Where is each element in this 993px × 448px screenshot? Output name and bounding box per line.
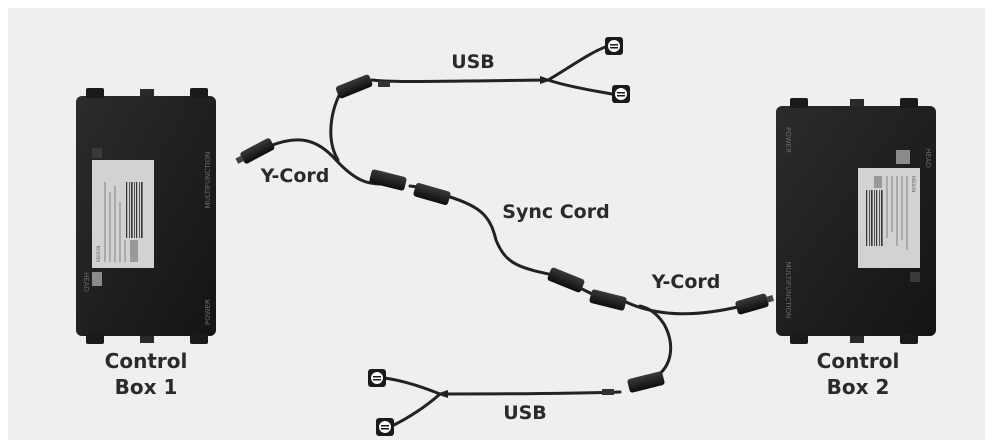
usb-bottom-splitter-icon xyxy=(436,390,448,398)
connectors xyxy=(235,74,774,398)
label-usb-top: USB xyxy=(451,51,495,73)
box1-port-multifunction: MULTIFUNCTION xyxy=(204,152,212,209)
cables xyxy=(268,44,744,428)
usb-top-plug-end xyxy=(378,81,390,87)
control-box-1: KEESON MULTIFUNCT xyxy=(76,88,216,344)
box2-port-multifunction: MULTIFUNCTION xyxy=(784,262,792,319)
usb-plug-icon xyxy=(376,418,394,436)
y-cord-right-end-connector xyxy=(735,293,774,315)
label-y-cord-right: Y-Cord xyxy=(651,271,721,293)
usb-top-branch-2 xyxy=(546,78,614,96)
box2-port-head: HEAD xyxy=(924,148,932,168)
label-control-box-2-line1: Control xyxy=(817,349,900,373)
y-cord-left-end-connector xyxy=(235,138,275,164)
usb-plug-icon xyxy=(612,85,630,103)
y-cord-left-branch xyxy=(329,86,345,162)
usb-top-cable xyxy=(370,78,550,83)
label-y-cord-left: Y-Cord xyxy=(260,165,330,187)
label-sync-cord: Sync Cord xyxy=(502,201,609,223)
box1-port-head: HEAD xyxy=(82,272,90,292)
usb-bottom-branch-1 xyxy=(382,376,442,396)
box2-head-port xyxy=(896,150,910,164)
label-control-box-2-line2: Box 2 xyxy=(827,375,890,399)
usb-bottom-branch-2 xyxy=(390,392,442,428)
usb-top-splitter-icon xyxy=(540,76,552,84)
control-box-2: KEESON POWER xyxy=(776,98,936,344)
usb-top-branch-1 xyxy=(546,44,610,82)
box2-barcode xyxy=(864,188,886,248)
usb-plug-icon xyxy=(605,37,623,55)
label-control-box-1-line1: Control xyxy=(105,349,188,373)
box1-head-port xyxy=(92,272,102,286)
box2-port-power: POWER xyxy=(784,127,792,153)
y-cord-right-joint-connector xyxy=(589,289,627,311)
y-cord-right-bottom-connector xyxy=(627,371,665,393)
box1-brand: KEESON xyxy=(96,246,101,262)
box2-brand: KEESON xyxy=(911,176,916,192)
sync-cord-cable xyxy=(438,192,560,278)
box1-barcode xyxy=(124,180,146,240)
y-cord-left-joint-connector xyxy=(369,169,407,191)
usb-bottom-cable xyxy=(438,390,622,396)
y-cord-right-branch xyxy=(638,304,673,382)
y-cord-right-cable xyxy=(624,300,744,316)
label-usb-bottom: USB xyxy=(503,402,547,424)
usb-bottom-plug-end xyxy=(602,389,614,395)
y-cord-left-top-connector xyxy=(335,74,373,99)
usb-plug-icon xyxy=(368,369,386,387)
label-control-box-1-line2: Box 1 xyxy=(115,375,178,399)
sync-cord-right-connector xyxy=(547,267,585,293)
sync-cord-left-connector xyxy=(413,183,451,205)
box1-port-power: POWER xyxy=(204,299,212,325)
